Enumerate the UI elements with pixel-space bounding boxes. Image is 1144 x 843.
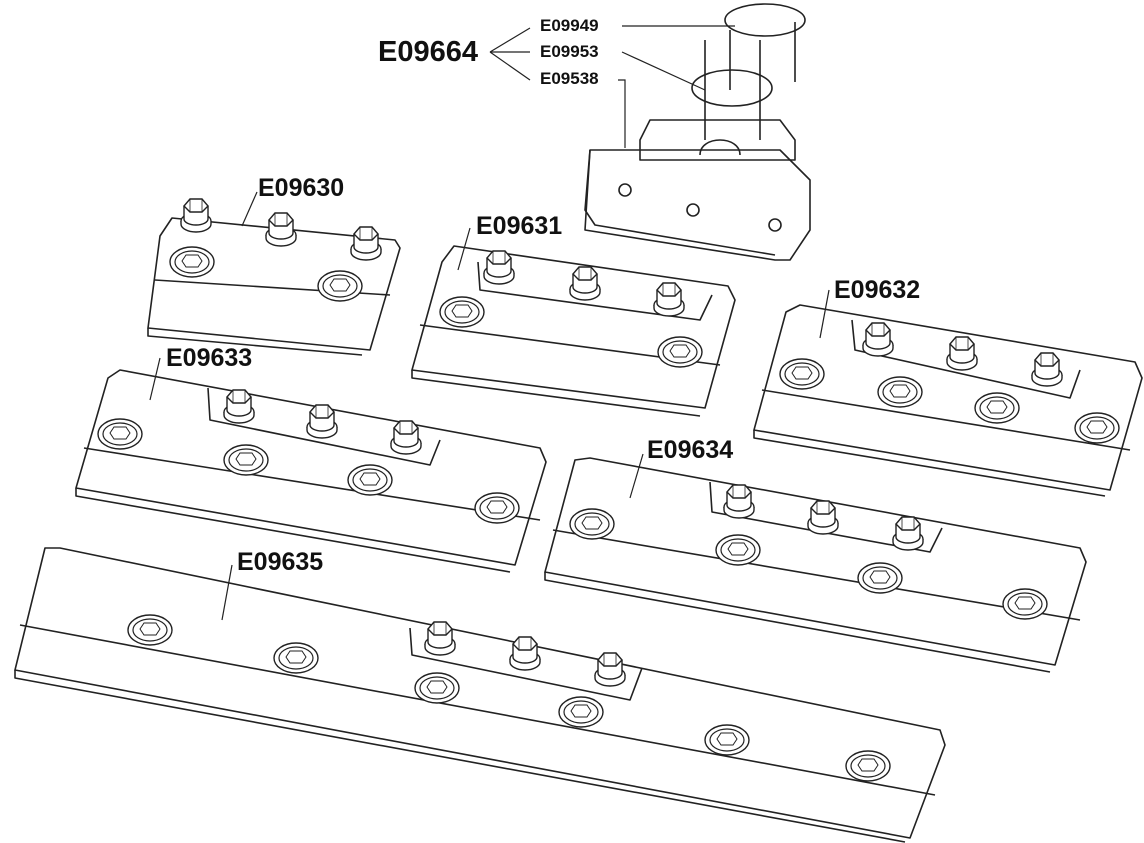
label-e09633: E09633 <box>166 344 253 372</box>
plate-e09634 <box>544 457 1087 673</box>
plate-e09632 <box>753 304 1143 497</box>
plate-e09631 <box>411 245 736 417</box>
label-e09953: E09953 <box>540 42 599 61</box>
label-e09630: E09630 <box>258 174 345 202</box>
leader-lines <box>149 25 830 621</box>
mounting-post-icon <box>584 3 811 261</box>
label-e09538: E09538 <box>540 69 599 88</box>
label-e09949: E09949 <box>540 16 599 35</box>
plate-e09635 <box>14 547 946 843</box>
plate-e09630 <box>147 198 401 356</box>
plate-e09633 <box>75 369 547 573</box>
label-e09664: E09664 <box>378 36 478 68</box>
label-e09631: E09631 <box>476 212 563 240</box>
label-e09634: E09634 <box>647 436 734 464</box>
label-e09635: E09635 <box>237 548 324 576</box>
label-e09632: E09632 <box>834 276 921 304</box>
